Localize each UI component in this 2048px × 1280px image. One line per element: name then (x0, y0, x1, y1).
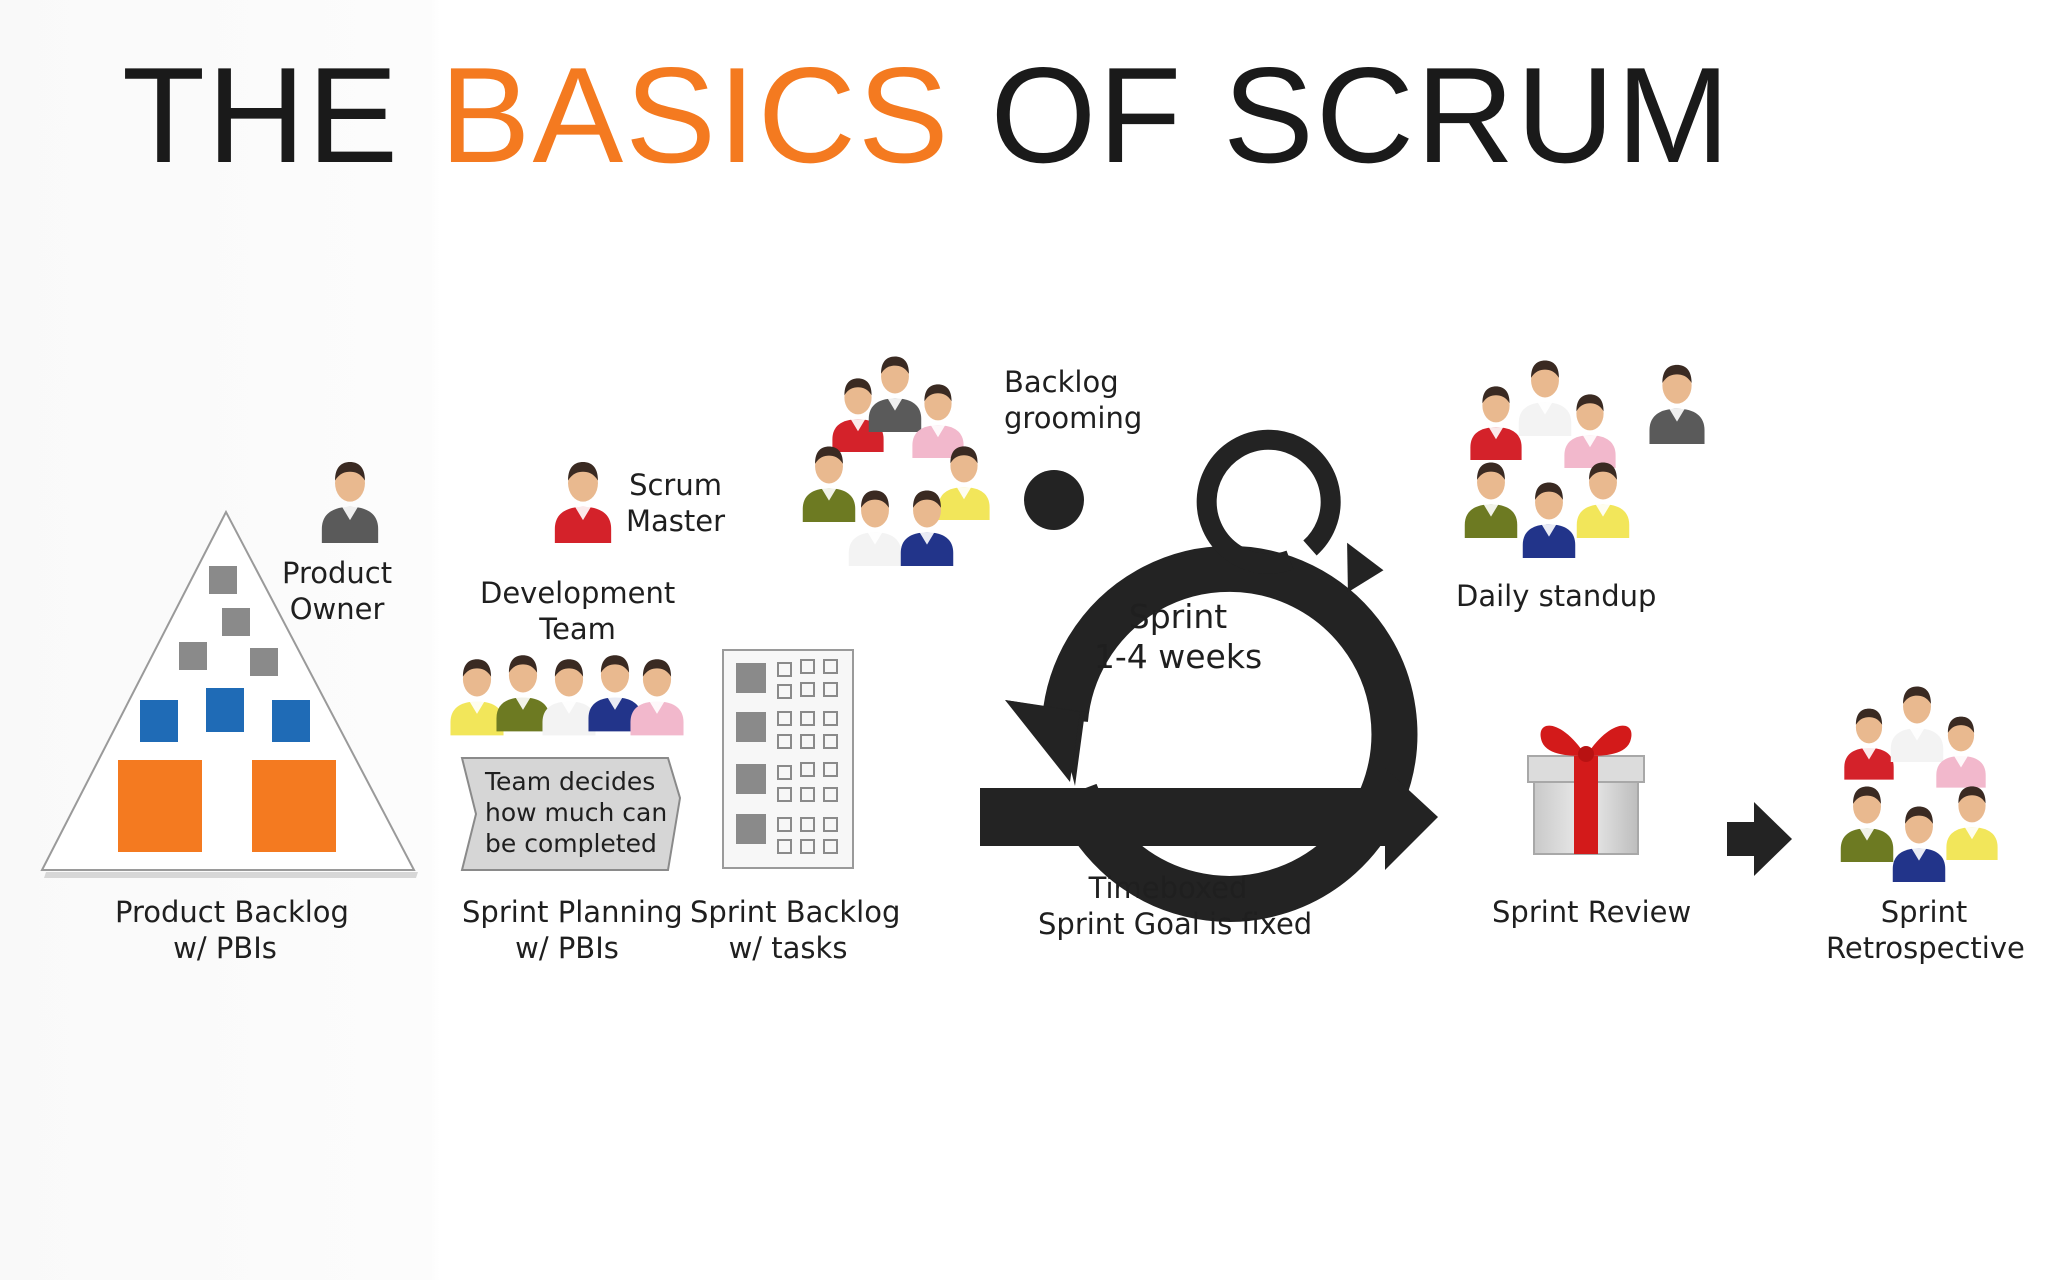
pbi-blue (140, 700, 178, 742)
daily-standup-label: Daily standup (1456, 579, 1657, 613)
scrum-master-label: Scrum Master (626, 468, 726, 538)
arrow-right-icon (1727, 802, 1792, 876)
task-board-icon (722, 649, 854, 869)
timeboxed-label: Timeboxed Sprint Goal is fixed (1038, 871, 1313, 941)
sprint-review-caption: Sprint Review (1492, 895, 1692, 929)
team-decides-note (460, 757, 682, 871)
backlog-pyramid-icon (40, 509, 418, 878)
daily-standup-group-icon (1464, 360, 1705, 558)
development-team-icon (450, 655, 684, 736)
product-owner-person-icon (321, 462, 379, 543)
sprint-planning-caption: Sprint Planning w/ PBIs (462, 895, 683, 965)
backlog-grooming-group-icon (802, 356, 990, 566)
pbi-orange (118, 760, 202, 852)
pbi-orange (252, 760, 336, 852)
pbi-gray (209, 566, 237, 594)
pbi-blue (272, 700, 310, 742)
sprint-cycle-label: Sprint 1-4 weeks (1093, 597, 1263, 676)
title-part-3: OF SCRUM (990, 39, 1732, 191)
development-team-label: Development Team (480, 576, 676, 646)
sprint-cycle-icon (980, 429, 1438, 922)
retrospective-group-icon (1840, 686, 1998, 882)
page-title: THE BASICS OF SCRUM (122, 40, 1732, 190)
pbi-gray (250, 648, 278, 676)
pbi-gray (222, 608, 250, 636)
gift-icon (1527, 725, 1645, 855)
team-decides-note-text: Team decides how much can be completed (485, 767, 668, 858)
scrum-master-person-icon (554, 462, 612, 543)
title-part-1: THE (122, 39, 400, 191)
title-part-accent: BASICS (439, 39, 951, 191)
sprint-backlog-caption: Sprint Backlog w/ tasks (690, 895, 901, 965)
pbi-blue (206, 688, 244, 732)
sprint-retrospective-caption: Sprint Retrospective (1826, 895, 2025, 965)
pbi-gray (179, 642, 207, 670)
product-owner-label: Product Owner (282, 556, 393, 626)
product-backlog-caption: Product Backlog w/ PBIs (115, 895, 349, 965)
backlog-grooming-label: Backlog grooming (1004, 365, 1143, 435)
